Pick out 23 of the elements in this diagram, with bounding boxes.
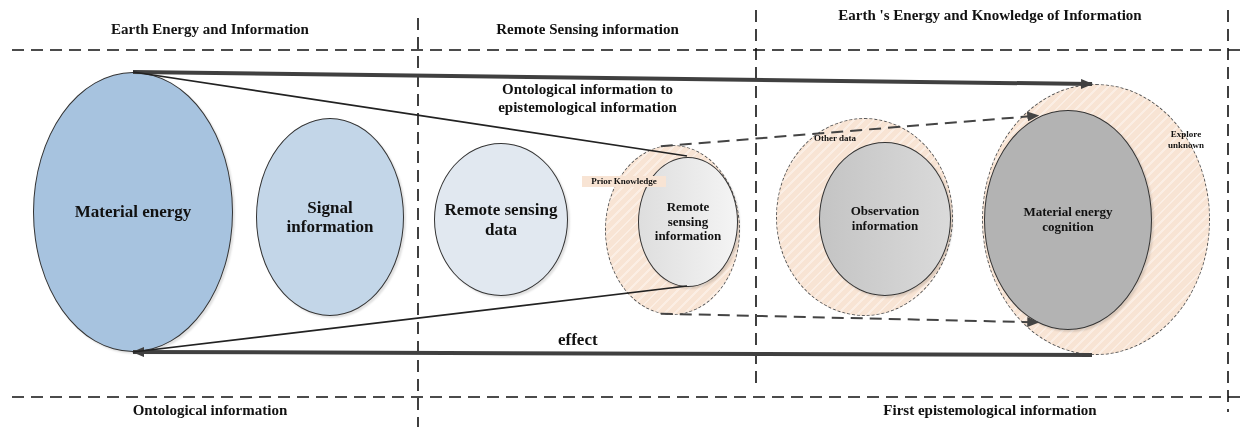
section-heading: Remote Sensing information (495, 20, 680, 38)
annotation-text: Ontological information to epistemological information (497, 80, 678, 116)
ellipse-label: Remote sensing data (444, 200, 558, 239)
connector-line (132, 71, 688, 157)
ellipse-label: Material energy (73, 202, 193, 222)
section-heading: Ontological information (131, 401, 289, 419)
arrow (132, 70, 1093, 89)
ellipse-label: Observation information (849, 204, 921, 234)
ellipse-label: Signal information (285, 197, 375, 237)
section-heading: First epistemological information (882, 401, 1098, 419)
ellipse (819, 142, 951, 296)
arrow (659, 111, 1040, 148)
section-heading: Earth Energy and Information (110, 20, 310, 38)
ellipse-note: Prior Knowledge (582, 176, 666, 187)
ellipse-label: Material energy cognition (1022, 205, 1114, 235)
arrow (132, 347, 1093, 358)
ellipse-note: Explore unknown (1167, 129, 1205, 151)
ellipse-label: Remote sensing information (653, 200, 723, 244)
connector-line (132, 285, 688, 353)
arrow (659, 312, 1040, 328)
section-heading: Earth 's Energy and Knowledge of Information (837, 6, 1143, 24)
ellipse-note: Other data (812, 133, 858, 144)
ellipse (984, 110, 1152, 330)
